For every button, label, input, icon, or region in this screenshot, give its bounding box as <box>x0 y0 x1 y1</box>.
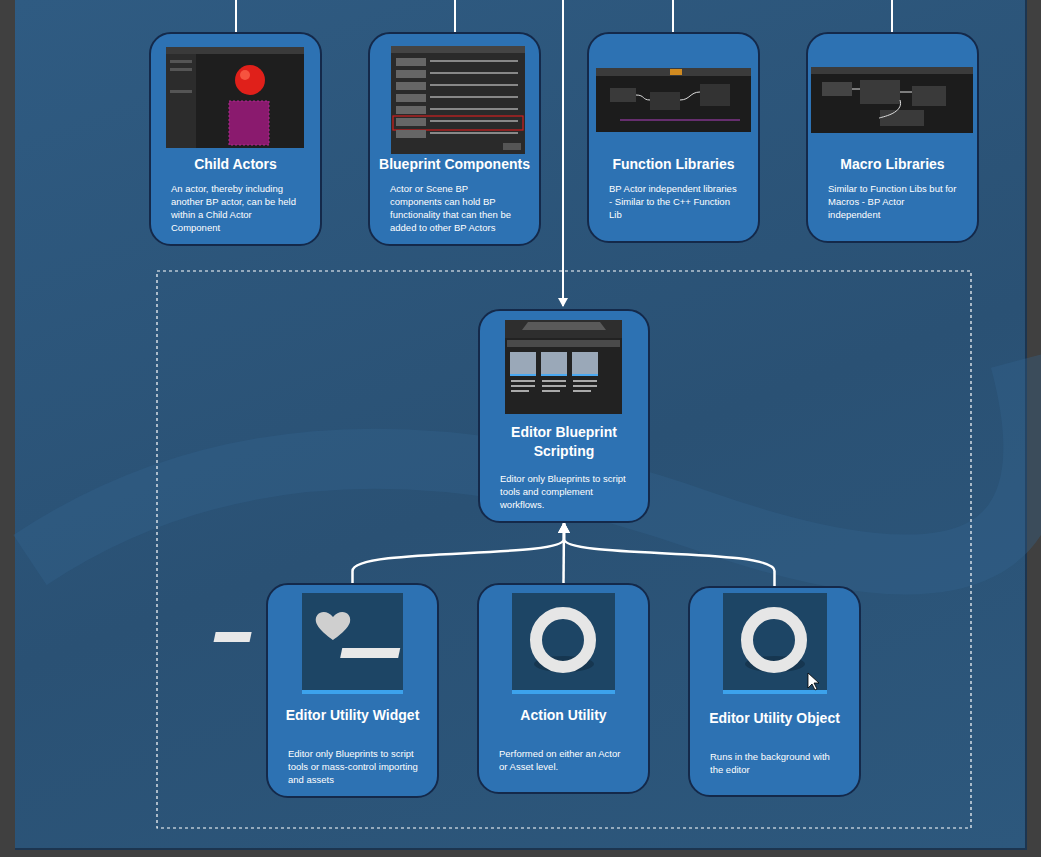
card-description: Actor or Scene BP components can hold BP… <box>390 182 521 234</box>
feed-line <box>235 0 237 32</box>
card-description: Editor only Blueprints to script tools o… <box>288 747 419 786</box>
feed-line <box>891 0 893 32</box>
card-title: Blueprint Components <box>378 155 531 174</box>
blueprint-components-thumbnail <box>391 46 525 154</box>
child-actor-thumbnail <box>166 47 304 148</box>
card-description: Performed on either an Actor or Asset le… <box>499 747 630 773</box>
card-title: Function Libraries <box>597 155 750 174</box>
card-title: Editor Blueprint Scripting <box>488 423 640 461</box>
card-box: Function Libraries BP Actor independent l… <box>587 32 760 243</box>
feed-arrow <box>562 0 564 306</box>
card-description: An actor, thereby including another BP a… <box>171 182 302 234</box>
card-title: Child Actors <box>159 155 312 174</box>
feed-line <box>454 0 456 32</box>
card-title: Macro Libraries <box>816 155 969 174</box>
card-box: Macro LibrariesSimilar to Function Libs … <box>806 32 979 243</box>
card-title: Action Utility <box>487 706 640 725</box>
utility-object-icon <box>723 593 827 694</box>
card-description: BP Actor independent libraries - Similar… <box>609 182 740 221</box>
action-utility-icon <box>512 593 615 694</box>
card-title: Editor Utility Object <box>698 709 851 728</box>
feed-line <box>672 0 674 32</box>
card-description: Editor only Blueprints to script tools a… <box>500 472 630 511</box>
macro-library-thumbnail <box>811 67 973 133</box>
connector-arrow <box>353 523 565 583</box>
content-browser-thumbnail <box>505 320 622 414</box>
card-title: Editor Utility Widget <box>276 706 429 725</box>
connector-arrow <box>564 523 775 586</box>
function-library-thumbnail <box>596 68 751 132</box>
widget-icon <box>214 593 403 694</box>
card-description: Similar to Function Libs but for Macros … <box>828 182 959 221</box>
dashed-group <box>157 271 971 828</box>
card-description: Runs in the background with the editor <box>710 750 841 776</box>
